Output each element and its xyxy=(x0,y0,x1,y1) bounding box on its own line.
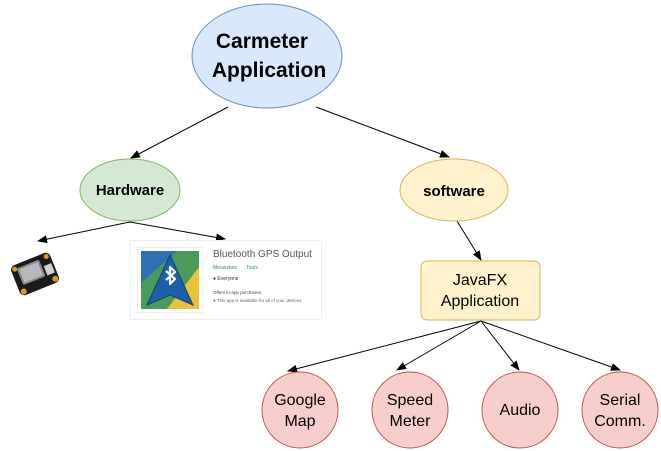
leaf-label-line2: Map xyxy=(284,413,315,430)
software-label: software xyxy=(423,183,485,200)
leaf-label-line1: Serial xyxy=(600,392,641,409)
javafx-label-line1: JavaFX xyxy=(453,272,508,289)
edge-hardware-app xyxy=(129,221,226,242)
bluetooth-gps-app-listing: Bluetooth GPS Output Meowsbox Tools ● Ev… xyxy=(130,240,322,320)
node-speed-meter: Speed Meter xyxy=(371,371,449,449)
app-availability: ● This app is available for all of your … xyxy=(213,298,301,303)
node-google-map: Google Map xyxy=(261,371,339,449)
node-hardware: Hardware xyxy=(79,158,181,222)
edge-hardware-gps xyxy=(37,221,131,244)
edge-javafx-audio xyxy=(480,320,520,371)
leaf-label-line1: Google xyxy=(274,392,326,409)
root-label-line1: Carmeter xyxy=(216,30,308,53)
app-meta: Meowsbox Tools xyxy=(213,265,266,271)
leaf-label-line2: Meter xyxy=(390,413,432,430)
leaf-label-line1: Speed xyxy=(387,392,433,409)
edges xyxy=(37,106,621,373)
edge-javafx-speed xyxy=(396,320,482,371)
node-javafx-application: JavaFX Application xyxy=(420,260,541,321)
hardware-label: Hardware xyxy=(96,182,164,199)
app-category: Tools xyxy=(246,265,258,271)
rating-icon: ● xyxy=(213,276,217,282)
edge-software-javafx xyxy=(456,220,482,261)
app-offers: Offers in-app purchases xyxy=(213,290,261,295)
app-content-rating: ● Everyone xyxy=(213,276,239,282)
bluetooth-gps-icon xyxy=(137,247,203,313)
check-icon: ● xyxy=(213,298,216,303)
app-rating-text: Everyone xyxy=(217,276,239,282)
leaf-label-line1: Audio xyxy=(500,402,541,419)
root-label-line2: Application xyxy=(212,59,326,82)
app-title: Bluetooth GPS Output xyxy=(213,249,312,260)
javafx-label-line2: Application xyxy=(441,293,519,310)
node-serial-comm: Serial Comm. xyxy=(581,371,659,449)
edge-javafx-google xyxy=(287,320,482,373)
edge-javafx-serial xyxy=(480,320,621,371)
node-software: software xyxy=(399,158,509,222)
edge-root-software xyxy=(315,106,450,158)
edge-root-hardware xyxy=(130,106,229,159)
node-audio: Audio xyxy=(481,371,559,449)
app-developer: Meowsbox xyxy=(213,265,237,271)
app-availability-text: This app is available for all of your de… xyxy=(216,298,302,303)
node-carmeter-application: Carmeter Application xyxy=(191,3,343,109)
gps-module-image xyxy=(11,252,59,296)
leaf-label-line2: Comm. xyxy=(594,413,646,430)
